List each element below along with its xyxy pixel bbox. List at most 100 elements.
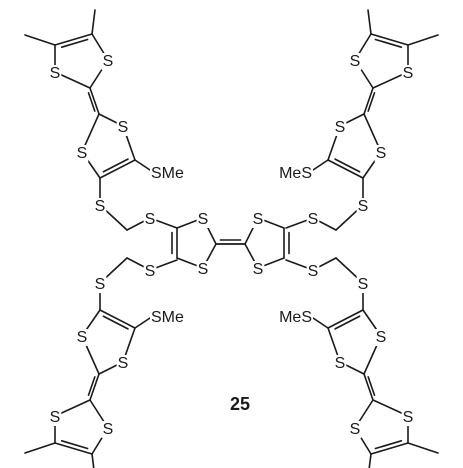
arm-top-left-outer-s-1: S: [50, 65, 61, 82]
bond-94: [370, 442, 409, 455]
arm-bottom-right-linker-s-1: S: [308, 263, 319, 280]
bond-82: [327, 309, 364, 329]
arm-top-left-dithiole-s-1-backing: [75, 145, 89, 162]
arm-bottom-right-outer-s-1-backing: [401, 409, 415, 426]
bond-88: [363, 373, 374, 401]
arm-bottom-left-linker-s-1-backing: [143, 263, 157, 280]
arm-bottom-left-linker-s-2: S: [95, 276, 106, 293]
arm-bottom-left-smethyl: SMe: [151, 309, 184, 326]
arm-top-left-dithiole-s-2-backing: [116, 119, 130, 136]
arm-bottom-right-dithiole-s-1-backing: [374, 329, 388, 346]
arm-top-right-linker-s-1: S: [308, 211, 319, 228]
arm-bottom-left-outer-s-1-backing: [48, 409, 62, 426]
core-s-2: S: [198, 261, 209, 278]
bond-97: [368, 453, 372, 468]
bond-47: [367, 92, 376, 112]
arm-bottom-right-dithiole-s-2-backing: [333, 355, 347, 372]
bond-74: [60, 440, 89, 450]
arm-bottom-right-outer-s-2-backing: [348, 421, 362, 438]
arm-top-right-dithiole-s-1-backing: [374, 145, 388, 162]
bond-31: [54, 33, 93, 46]
arm-bottom-right-dithiole-s-2: S: [335, 355, 346, 372]
bond-73: [54, 442, 93, 455]
arm-bottom-left-outer-s-2: S: [103, 421, 114, 438]
arm-bottom-left-linker-s-1: S: [145, 263, 156, 280]
arm-bottom-left-dithiole-s-1: S: [77, 329, 88, 346]
arm-bottom-right-linker-s-1-backing: [306, 263, 320, 280]
arm-top-left-dithiole-s-2: S: [118, 119, 129, 136]
arm-bottom-left-outer-s-1: S: [50, 409, 61, 426]
arm-top-right-dithiole-s-1: S: [376, 145, 387, 162]
core-s-4: S: [253, 261, 264, 278]
arm-bottom-left-outer-s-2-backing: [101, 421, 115, 438]
arm-bottom-left-smethyl-backing: [150, 309, 185, 326]
bond-75: [24, 442, 56, 454]
bond-95: [374, 440, 403, 450]
arm-top-left-linker-s-2-backing: [93, 198, 107, 215]
arm-top-right-linker-s-2-backing: [356, 198, 370, 215]
arm-top-right-smethyl: MeS: [279, 165, 312, 182]
arm-top-left-dithiole-s-1: S: [77, 145, 88, 162]
arm-top-right-linker-s-1-backing: [306, 211, 320, 228]
bond-52: [370, 33, 409, 46]
arm-top-left-outer-s-2-backing: [101, 53, 115, 70]
bond-89: [367, 376, 376, 396]
arm-top-right-outer-s-1: S: [403, 65, 414, 82]
bond-25: [89, 87, 100, 115]
arm-top-right-outer-s-2-backing: [348, 53, 362, 70]
core-s-3: S: [253, 211, 264, 228]
arm-bottom-left-dithiole-s-2-backing: [116, 355, 130, 372]
arm-top-right-dithiole-s-2: S: [335, 119, 346, 136]
bond-34: [91, 9, 96, 35]
arm-top-left-linker-s-1-backing: [143, 211, 157, 228]
bond-54: [407, 34, 439, 46]
bond-67: [89, 373, 100, 401]
bond-83: [334, 315, 361, 330]
arm-bottom-right-linker-s-2-backing: [356, 276, 370, 293]
bond-76: [91, 453, 95, 468]
arm-bottom-right-linker-s-2: S: [358, 276, 369, 293]
arm-top-right-outer-s-2: S: [350, 53, 361, 70]
bond-20: [102, 158, 129, 173]
core-s-1-backing: [196, 211, 210, 228]
bond-46: [363, 87, 374, 115]
arm-top-right-dithiole-s-2-backing: [333, 119, 347, 136]
core-s-4-backing: [251, 261, 265, 278]
core-s-2-backing: [196, 261, 210, 278]
arm-top-left-outer-s-1-backing: [48, 65, 62, 82]
arm-top-right-smethyl-backing: [278, 165, 313, 182]
arm-bottom-left-linker-s-2-backing: [93, 276, 107, 293]
core-s-3-backing: [251, 211, 265, 228]
bond-19: [99, 159, 136, 179]
core-s-1: S: [198, 211, 209, 228]
arm-top-left-outer-s-2: S: [103, 53, 114, 70]
arm-bottom-right-smethyl: MeS: [279, 309, 312, 326]
arm-bottom-right-outer-s-1: S: [403, 409, 414, 426]
bond-53: [374, 38, 403, 48]
arm-top-right-linker-s-2: S: [358, 198, 369, 215]
bond-26: [87, 92, 96, 112]
arm-top-left-linker-s-1: S: [145, 211, 156, 228]
bond-41: [334, 158, 361, 173]
arm-bottom-right-smethyl-backing: [278, 309, 313, 326]
arm-bottom-left-dithiole-s-2: S: [118, 355, 129, 372]
arm-top-left-linker-s-2: S: [95, 198, 106, 215]
arm-bottom-right-dithiole-s-1: S: [376, 329, 387, 346]
bond-61: [99, 309, 136, 329]
bond-68: [87, 376, 96, 396]
bond-33: [24, 34, 56, 46]
arm-bottom-right-outer-s-2: S: [350, 421, 361, 438]
arm-top-left-smethyl: SMe: [151, 165, 184, 182]
bond-62: [102, 315, 129, 330]
arm-bottom-left-dithiole-s-1-backing: [75, 329, 89, 346]
bond-40: [327, 159, 364, 179]
bond-32: [60, 38, 89, 48]
arm-top-right-outer-s-1-backing: [401, 65, 415, 82]
bond-96: [407, 442, 439, 454]
compound-number: 25: [230, 394, 250, 414]
arm-top-left-smethyl-backing: [150, 165, 185, 182]
bond-55: [367, 9, 372, 35]
